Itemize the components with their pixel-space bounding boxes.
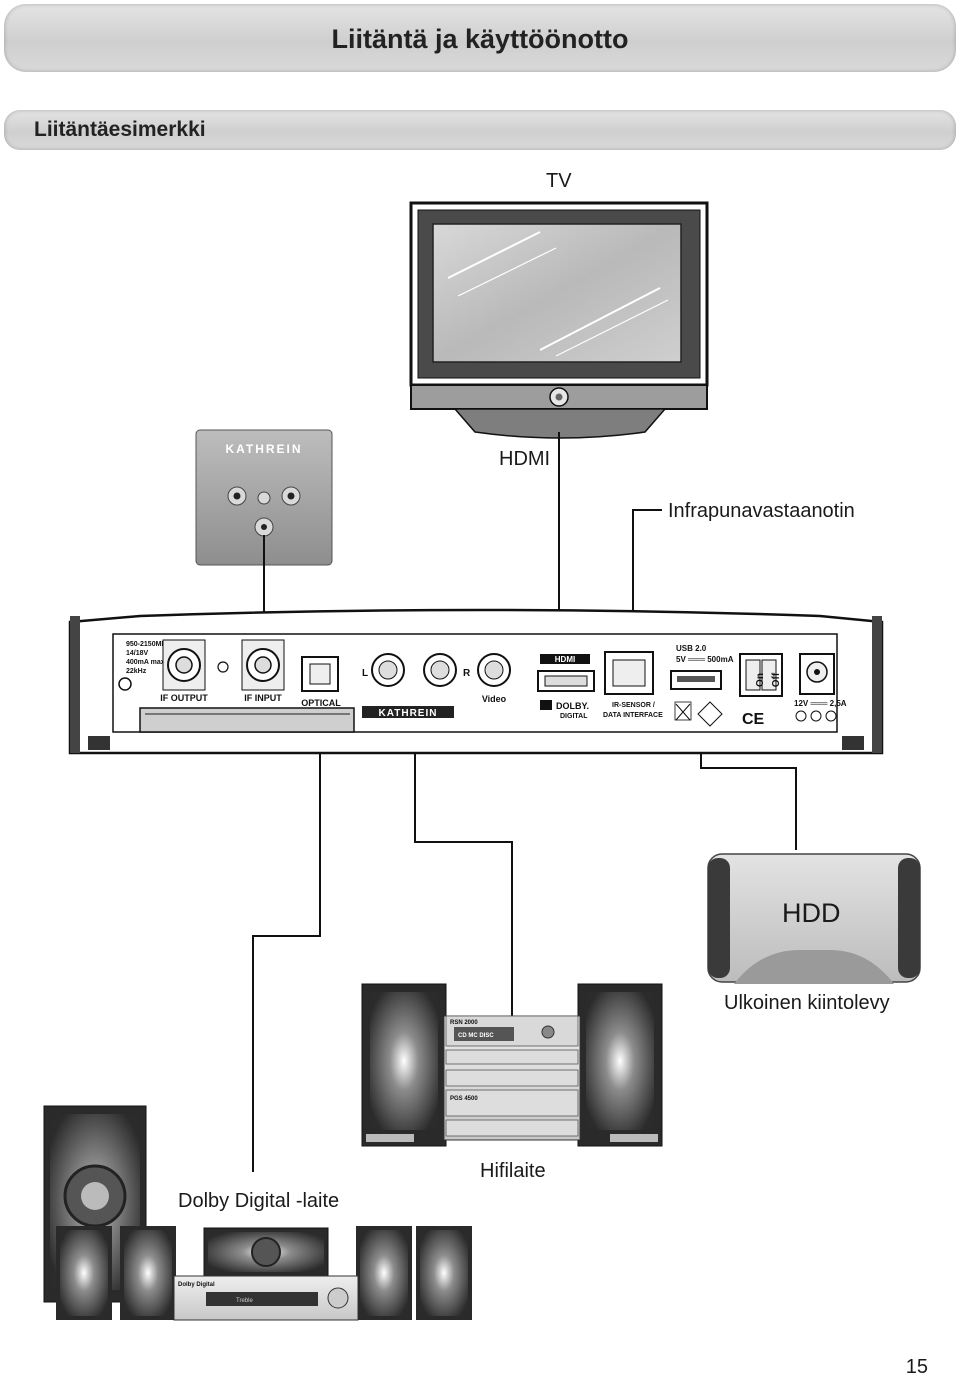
wall-plate-brand: KATHREIN xyxy=(225,442,302,456)
svg-text:Dolby Digital: Dolby Digital xyxy=(178,1282,215,1288)
svg-text:R: R xyxy=(463,668,471,679)
hdd-caption: Ulkoinen kiintolevy xyxy=(724,992,890,1014)
svg-text:HDMI: HDMI xyxy=(555,655,575,664)
tv-icon xyxy=(409,201,709,439)
svg-text:Video: Video xyxy=(482,694,507,704)
svg-text:DOLBY.: DOLBY. xyxy=(556,701,589,711)
page-number: 15 xyxy=(905,1356,928,1378)
if-input-label: IF INPUT xyxy=(244,693,282,703)
dolby-label: Dolby Digital -laite xyxy=(178,1190,340,1212)
receiver-rear-panel: 950-2150MHz 14/18V 400mA max. 22kHz IF O… xyxy=(68,608,884,755)
svg-text:12V ═══ 2,5A: 12V ═══ 2,5A xyxy=(794,699,847,708)
optical-cable xyxy=(252,680,321,1172)
section-bar: Liitäntäesimerkki xyxy=(4,110,956,150)
svg-text:KATHREIN: KATHREIN xyxy=(379,708,438,719)
hdd-label: HDD xyxy=(782,898,841,928)
svg-text:400mA max.: 400mA max. xyxy=(126,659,167,666)
tv-label: TV xyxy=(546,170,572,192)
external-hdd-icon xyxy=(707,853,921,984)
svg-text:IR-SENSOR /: IR-SENSOR / xyxy=(612,702,655,709)
if-output-label: IF OUTPUT xyxy=(160,693,208,703)
svg-text:DIGITAL: DIGITAL xyxy=(560,713,588,720)
hifi-label: Hifilaite xyxy=(480,1160,546,1182)
ir-receiver-label: Infrapunavastaanotin xyxy=(668,500,855,522)
page-title: Liitäntä ja käyttöönotto xyxy=(331,24,629,54)
svg-text:22kHz: 22kHz xyxy=(126,668,147,675)
svg-text:PGS 4500: PGS 4500 xyxy=(450,1096,478,1102)
svg-text:L: L xyxy=(362,668,368,679)
section-title: Liitäntäesimerkki xyxy=(34,118,206,141)
hifi-system-icon: RSN 2000 CD MC DISC PGS 4500 xyxy=(361,983,663,1147)
title-bar: Liitäntä ja käyttöönotto xyxy=(4,4,956,72)
svg-text:14/18V: 14/18V xyxy=(126,650,149,657)
svg-text:RSN 2000: RSN 2000 xyxy=(450,1020,478,1026)
svg-text:DATA INTERFACE: DATA INTERFACE xyxy=(603,712,663,719)
optical-label: OPTICAL xyxy=(301,698,341,708)
svg-text:Treble: Treble xyxy=(236,1298,253,1304)
svg-text:5V ═══ 500mA: 5V ═══ 500mA xyxy=(676,655,734,664)
svg-text:CE: CE xyxy=(742,711,765,728)
dolby-system-icon: Dolby Digital Treble xyxy=(43,1105,472,1321)
svg-text:CD MC DISC: CD MC DISC xyxy=(458,1033,494,1039)
audio-cable xyxy=(414,731,513,1022)
svg-text:USB 2.0: USB 2.0 xyxy=(676,644,707,653)
svg-text:Off: Off xyxy=(771,672,782,687)
hdmi-label: HDMI xyxy=(499,448,551,470)
svg-text:950-2150MHz: 950-2150MHz xyxy=(126,641,170,648)
svg-text:On: On xyxy=(755,673,766,687)
